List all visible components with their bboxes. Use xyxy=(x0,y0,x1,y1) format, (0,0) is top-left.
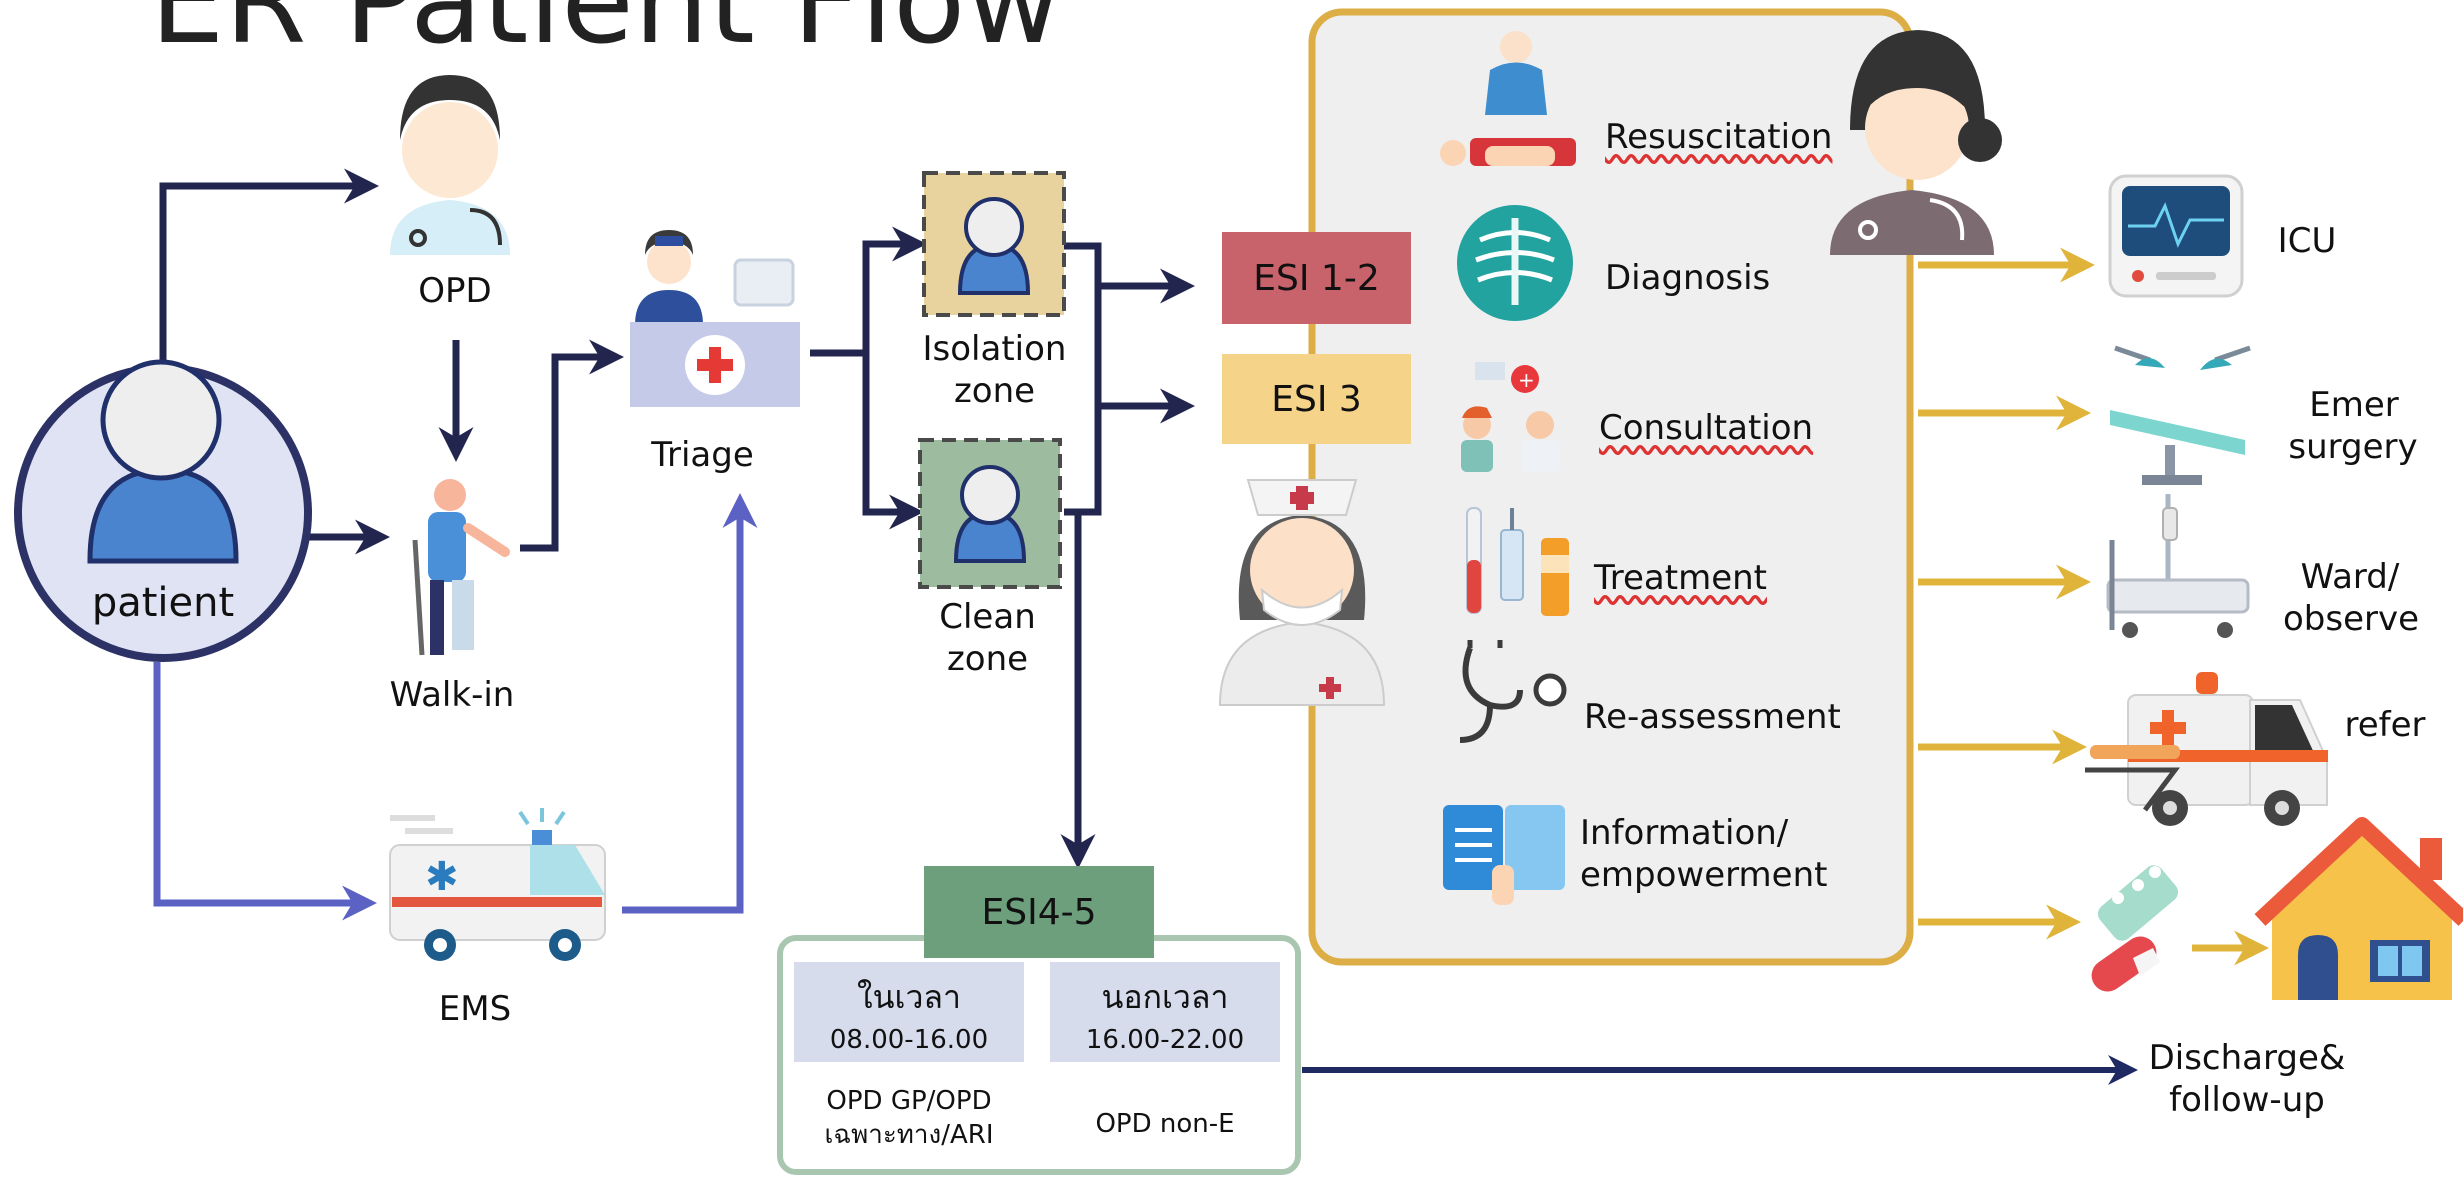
triage-desk-icon xyxy=(630,230,800,407)
arrow-triage-to-clean xyxy=(862,353,924,530)
female-doctor-icon xyxy=(1830,30,2002,255)
icu-label: ICU xyxy=(2277,221,2337,261)
in-hours-time: 08.00-16.00 xyxy=(829,1025,989,1055)
discharge-label-line2: follow-up xyxy=(2169,1080,2325,1120)
resuscitation-icon xyxy=(1440,31,1576,166)
in-hours-header: ในเวลา 08.00-16.00 xyxy=(794,962,1024,1062)
in-hours-destination-line2: เฉพาะทาง/ARI xyxy=(824,1120,994,1150)
arrow-triage-branch xyxy=(810,226,927,357)
ambulance-icon: ✱ xyxy=(389,808,606,961)
service-consultation: Consultation xyxy=(1599,408,1814,448)
refer-label: refer xyxy=(2344,705,2426,745)
information-documents-icon xyxy=(1443,805,1565,905)
walk-in-icon xyxy=(412,479,510,656)
service-resuscitation: Resuscitation xyxy=(1605,117,1833,157)
in-hours-title: ในเวลา xyxy=(857,978,961,1016)
icu-monitor-icon xyxy=(2108,174,2244,298)
out-hours-header: นอกเวลา 16.00-22.00 xyxy=(1050,962,1280,1062)
surgery-label-line1: Emer xyxy=(2309,385,2399,425)
out-hours-time: 16.00-22.00 xyxy=(1085,1025,1245,1055)
patient-icon xyxy=(14,359,312,662)
page-title: ER Patient Flow xyxy=(150,0,1062,70)
service-reassessment: Re-assessment xyxy=(1584,697,1841,737)
esi45-box: ESI4-5 xyxy=(924,866,1154,958)
triage-label: Triage xyxy=(651,435,754,475)
clean-zone-label-line1: Clean xyxy=(939,597,1036,637)
walk-in-label: Walk-in xyxy=(389,675,515,715)
arrow-patient-to-ems xyxy=(153,662,377,921)
isolation-zone-box xyxy=(922,171,1066,317)
service-information-line1: Information/ xyxy=(1580,813,1789,853)
surgery-label-line2: surgery xyxy=(2288,427,2418,467)
ward-label-line1: Ward/ xyxy=(2300,557,2400,597)
svg-text:+: + xyxy=(1518,368,1535,392)
home-icon xyxy=(2254,817,2463,1000)
clean-zone-box xyxy=(918,438,1062,589)
isolation-zone-label-line1: Isolation xyxy=(922,329,1067,369)
arrow-walkin-to-triage xyxy=(520,339,624,552)
discharge-label-line1: Discharge& xyxy=(2148,1038,2346,1078)
ward-bed-icon xyxy=(2106,494,2250,638)
arrow-zones-bracket xyxy=(1064,242,1102,516)
esi12-box: ESI 1-2 xyxy=(1222,232,1411,324)
ward-label-line2: observe xyxy=(2282,599,2420,639)
stethoscope-icon xyxy=(1459,640,1567,743)
xray-chest-icon xyxy=(1457,205,1573,321)
service-information-line2: empowerment xyxy=(1580,855,1828,895)
isolation-zone-label-line2: zone xyxy=(953,371,1036,411)
patient-label: patient xyxy=(91,580,235,626)
out-hours-title: นอกเวลา xyxy=(1101,978,1229,1016)
out-hours-destination: OPD non-E xyxy=(1095,1109,1235,1139)
refer-ambulance-icon xyxy=(2085,672,2328,826)
surgery-table-icon xyxy=(2110,345,2251,485)
consultation-icon: + xyxy=(1461,362,1560,472)
esi3-box: ESI 3 xyxy=(1222,354,1411,444)
nurse-icon xyxy=(1218,479,1386,706)
esi45-label: ESI4-5 xyxy=(981,891,1097,933)
medicine-pill-icon xyxy=(2091,865,2179,992)
doctor-icon xyxy=(390,75,510,255)
ems-label: EMS xyxy=(438,989,512,1029)
service-diagnosis: Diagnosis xyxy=(1605,258,1771,298)
arrow-patient-to-opd xyxy=(159,168,379,360)
esi3-label: ESI 3 xyxy=(1271,378,1362,420)
clean-zone-label-line2: zone xyxy=(946,639,1029,679)
esi12-label: ESI 1-2 xyxy=(1253,257,1380,299)
in-hours-destination-line1: OPD GP/OPD xyxy=(826,1086,992,1116)
svg-text:✱: ✱ xyxy=(425,854,459,900)
service-treatment: Treatment xyxy=(1594,558,1768,598)
arrow-ems-to-triage xyxy=(622,493,758,914)
treatment-icon xyxy=(1466,507,1569,616)
opd-label: OPD xyxy=(418,271,492,311)
